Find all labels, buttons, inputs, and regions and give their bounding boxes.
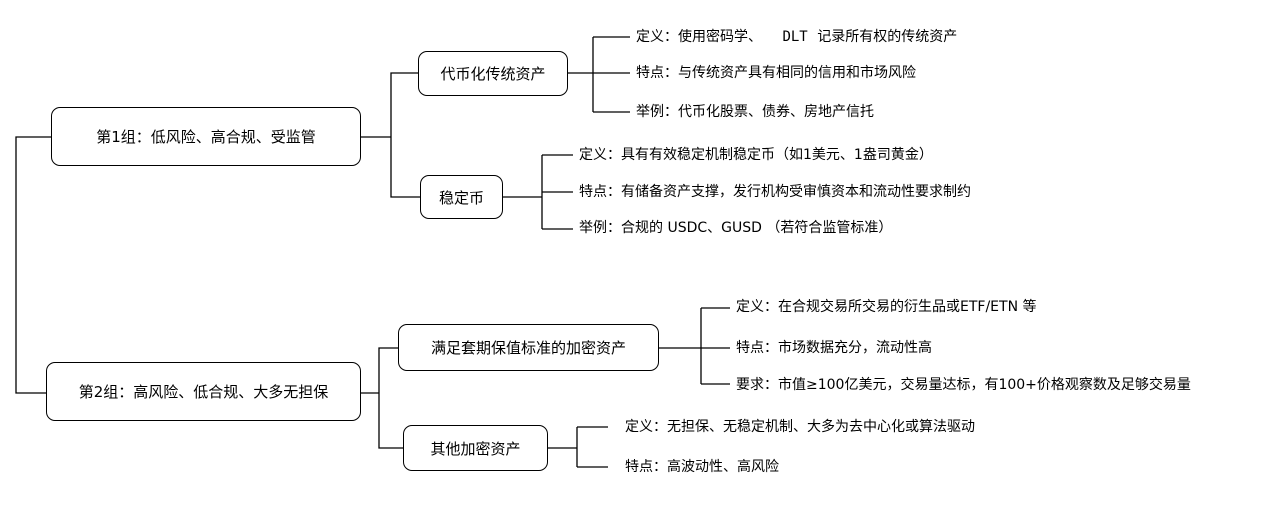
stablecoin-feature: 特点：有储备资产支撑，发行机构受审慎资本和流动性要求制约 [579, 184, 971, 200]
tokenized-definition-dlt: DLT [782, 29, 808, 45]
root-connector [15, 136, 51, 394]
tokenized-assets-label: 代币化传统资产 [440, 65, 546, 83]
hedge-feature: 特点：市场数据充分，流动性高 [736, 340, 932, 356]
stablecoin-definition: 定义：具有有效稳定机制稳定币（如1美元、1盎司黄金） [579, 147, 933, 163]
stablecoin-example: 举例：合规的 USDC、GUSD （若符合监管标准） [579, 220, 893, 236]
other-feature: 特点：高波动性、高风险 [625, 459, 779, 475]
hedge-definition: 定义：在合规交易所交易的衍生品或ETF/ETN 等 [736, 299, 1037, 315]
tokenized-definition-prefix: 定义：使用密码学、 [636, 29, 762, 45]
tokenized-example: 举例：代币化股票、债券、房地产信托 [636, 104, 874, 120]
stablecoin-connector [503, 154, 573, 230]
group1-connector [361, 72, 420, 198]
stablecoin-label: 稳定币 [438, 188, 484, 207]
tokenized-definition-suffix: 记录所有权的传统资产 [817, 29, 958, 45]
group2-node: 第2组：高风险、低合规、大多无担保 [46, 362, 361, 421]
other-definition: 定义：无担保、无稳定机制、大多为去中心化或算法驱动 [625, 419, 975, 435]
other-crypto-node: 其他加密资产 [403, 425, 548, 471]
group2-label: 第2组：高风险、低合规、大多无担保 [78, 383, 329, 401]
tokenized-assets-node: 代币化传统资产 [418, 51, 568, 96]
hedge-eligible-label: 满足套期保值标准的加密资产 [430, 339, 626, 357]
tokenized-connector [568, 36, 630, 113]
stablecoin-node: 稳定币 [420, 175, 503, 219]
tokenized-definition: 定义：使用密码学、 DLT 记录所有权的传统资产 [636, 28, 957, 46]
group1-node: 第1组：低风险、高合规、受监管 [51, 107, 361, 166]
hedge-connector [659, 307, 730, 385]
hedge-requirement: 要求：市值≥100亿美元，交易量达标，有100+价格观察数及足够交易量 [736, 377, 1191, 393]
group1-label: 第1组：低风险、高合规、受监管 [96, 128, 316, 146]
other-crypto-label: 其他加密资产 [430, 439, 521, 458]
hedge-eligible-node: 满足套期保值标准的加密资产 [398, 324, 659, 371]
tokenized-feature: 特点：与传统资产具有相同的信用和市场风险 [636, 65, 916, 81]
other-connector [548, 426, 608, 468]
group2-connector [361, 347, 403, 449]
